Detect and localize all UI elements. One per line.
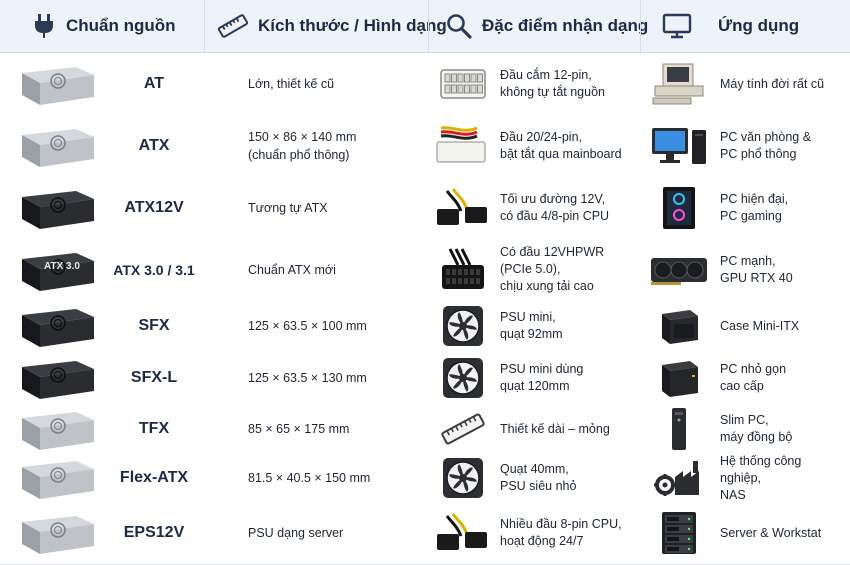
mini-itx-case-icon bbox=[648, 300, 710, 352]
feature-text: Quạt 40mm, PSU siêu nhỏ bbox=[500, 462, 577, 493]
header-col-application: Ứng dụng bbox=[662, 0, 799, 52]
silver-psu-icon bbox=[14, 115, 102, 177]
fan-icon bbox=[433, 454, 493, 502]
feature-text: Đầu 20/24-pin, bật tắt qua mainboard bbox=[500, 130, 622, 161]
table-row: ATX 3.0 ATX 3.0 / 3.1 Chuẩn ATX mới Có đầu … bbox=[0, 239, 850, 301]
standard-name: EPS12V bbox=[123, 524, 185, 541]
table-header: Chuẩn nguồn Kích thước / Hình dạng Đặc đ… bbox=[0, 0, 850, 53]
cpu-cable-icon bbox=[433, 177, 493, 239]
fan-icon bbox=[433, 352, 493, 404]
silver-psu-icon bbox=[14, 454, 102, 502]
factory-gear-icon bbox=[648, 454, 710, 502]
feature-text: Tối ưu đường 12V, có đầu 4/8-pin CPU bbox=[500, 192, 610, 223]
table-row: ATX 150 × 86 × 140 mm (chuẩn phổ thông) Đầ… bbox=[0, 115, 850, 178]
black-psu-icon bbox=[14, 352, 102, 404]
silver-psu-icon bbox=[14, 502, 102, 564]
size-text: 125 × 63.5 × 130 mm bbox=[248, 371, 367, 385]
header-col-features: Đặc điểm nhận dạng bbox=[446, 0, 648, 52]
ruler-icon bbox=[218, 14, 248, 38]
table-row: ATX12V Tương tự ATX Tối ưu đường 12V, có đ… bbox=[0, 177, 850, 240]
standard-name: SFX-L bbox=[130, 369, 178, 386]
ruler-icon bbox=[433, 404, 493, 454]
size-text: 85 × 65 × 175 mm bbox=[248, 422, 350, 436]
monitor-icon bbox=[662, 13, 692, 39]
server-rack-icon bbox=[648, 502, 710, 564]
size-text: Lớn, thiết kế cũ bbox=[248, 77, 335, 91]
application-text: Máy tính đời rất cũ bbox=[720, 76, 825, 91]
feature-text: Nhiều đầu 8-pin CPU, hoạt động 24/7 bbox=[500, 517, 622, 548]
table-row: SFX 125 × 63.5 × 100 mm PSU mini, quạt 92m… bbox=[0, 300, 850, 353]
standard-name: Flex-ATX bbox=[119, 469, 189, 486]
gaming-pc-icon bbox=[648, 177, 710, 239]
size-text: PSU dạng server bbox=[248, 526, 344, 540]
cpu-cable-icon bbox=[433, 502, 493, 564]
psu-label: ATX 3.0 bbox=[44, 261, 80, 272]
standard-name: ATX12V bbox=[124, 199, 184, 216]
standard-name: AT bbox=[143, 75, 165, 92]
feature-text: PSU mini, quạt 92mm bbox=[500, 310, 563, 341]
fan-icon bbox=[433, 300, 493, 352]
application-text: Slim PC, máy đồng bộ bbox=[720, 413, 793, 444]
table-row: EPS12V PSU dạng server Nhiều đầu 8-pin CPU… bbox=[0, 502, 850, 565]
table-row: SFX-L 125 × 63.5 × 130 mm PSU mini dùng qu… bbox=[0, 352, 850, 405]
feature-text: Có đầu 12VHPWR (PCIe 5.0), chịu xung tải… bbox=[500, 245, 605, 293]
silver-psu-icon bbox=[14, 404, 102, 454]
size-text: 150 × 86 × 140 mm (chuẩn phổ thông) bbox=[248, 130, 357, 162]
standard-name: SFX bbox=[138, 317, 170, 334]
magnifier-icon bbox=[447, 14, 472, 39]
application-text: PC mạnh, GPU RTX 40 bbox=[720, 253, 793, 285]
standard-name: TFX bbox=[138, 420, 170, 437]
black-psu-icon bbox=[14, 300, 102, 352]
application-text: PC nhỏ gọn cao cấp bbox=[720, 362, 787, 393]
header-col-size: Kích thước / Hình dạng bbox=[218, 0, 447, 52]
connector-white-icon bbox=[433, 53, 493, 115]
application-text: Server & Workstat bbox=[720, 525, 822, 540]
feature-text: PSU mini dùng quạt 120mm bbox=[500, 362, 584, 393]
size-text: 125 × 63.5 × 100 mm bbox=[248, 319, 367, 333]
table-row: Flex-ATX 81.5 × 40.5 × 150 mm Quạt 40mm, P… bbox=[0, 454, 850, 503]
application-text: PC hiện đại, PC gaming bbox=[720, 192, 789, 223]
plug-icon bbox=[35, 14, 53, 38]
size-text: Chuẩn ATX mới bbox=[248, 262, 336, 277]
desktop-pc-icon bbox=[648, 115, 710, 177]
connector-24pin-icon bbox=[433, 115, 493, 177]
application-text: PC văn phòng & PC phổ thông bbox=[720, 130, 812, 161]
table-row: TFX 85 × 65 × 175 mm Thiết kế dài – mỏng Sl… bbox=[0, 404, 850, 455]
feature-text: Thiết kế dài – mỏng bbox=[500, 421, 610, 436]
black-psu-icon bbox=[14, 177, 102, 239]
application-text: Hệ thống công nghiệp, NAS bbox=[720, 453, 802, 502]
compact-pc-icon bbox=[648, 352, 710, 404]
application-text: Case Mini-ITX bbox=[720, 318, 800, 333]
old-computer-icon bbox=[648, 53, 710, 115]
slim-pc-icon bbox=[648, 404, 710, 454]
size-text: Tương tự ATX bbox=[248, 201, 328, 215]
feature-text: Đầu cắm 12-pin, không tự tắt nguồn bbox=[500, 68, 605, 99]
standard-name: ATX 3.0 / 3.1 bbox=[113, 261, 195, 278]
table-row: AT Lớn, thiết kế cũ Đầu cắm 12-pin, không … bbox=[0, 53, 850, 116]
header-col-standard: Chuẩn nguồn bbox=[32, 0, 176, 52]
gpu-icon bbox=[648, 239, 710, 300]
black-psu-icon: ATX 3.0 bbox=[14, 239, 102, 300]
silver-psu-icon bbox=[14, 53, 102, 115]
standard-name: ATX bbox=[138, 137, 170, 154]
size-text: 81.5 × 40.5 × 150 mm bbox=[248, 471, 371, 485]
12vhpwr-connector-icon bbox=[433, 239, 493, 300]
